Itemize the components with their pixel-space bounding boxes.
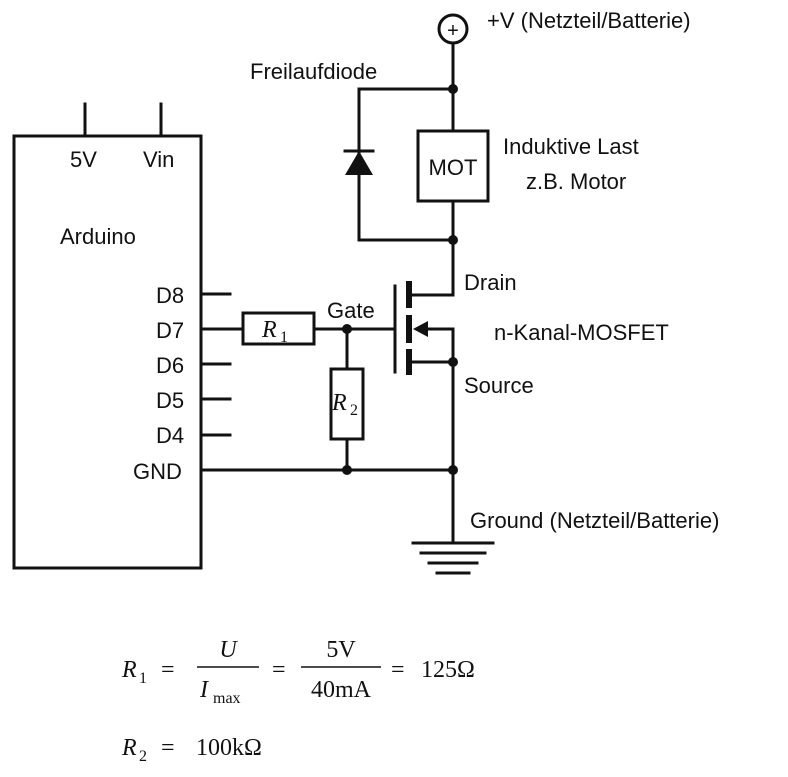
pin-5v-label: 5V	[70, 147, 97, 172]
motor-label-1: Induktive Last	[503, 134, 639, 159]
pin-d5-label: D5	[156, 388, 184, 413]
r1-sub: 1	[280, 329, 288, 346]
diode-triangle	[345, 151, 373, 175]
mosfet-arrow	[413, 321, 428, 337]
arduino-title: Arduino	[60, 224, 136, 249]
diode-label: Freilaufdiode	[250, 59, 377, 84]
ground-label: Ground (Netzteil/Batterie)	[470, 508, 719, 533]
supply-plus: +	[447, 20, 459, 42]
eq1-lhs-sub: 1	[139, 670, 147, 687]
pin-d7-label: D7	[156, 318, 184, 343]
motor-label-2: z.B. Motor	[526, 169, 626, 194]
eq1-equals-3: =	[391, 657, 405, 683]
drain-label: Drain	[464, 270, 517, 295]
eq1-frac1-den-letter: I	[199, 677, 209, 703]
ground-section: Ground (Netzteil/Batterie)	[199, 360, 719, 575]
eq2-result: 100kΩ	[196, 735, 262, 761]
pin-d4-label: D4	[156, 423, 184, 448]
arduino-outline	[12, 134, 203, 570]
eq2-lhs-letter: R	[121, 735, 137, 761]
r2-letter: R	[331, 390, 347, 416]
pin-vin-label: Vin	[143, 147, 174, 172]
mosfet-type-label: n-Kanal-MOSFET	[494, 320, 669, 345]
r2-sub: 2	[350, 402, 358, 419]
mosfet: Drain Source n-Kanal-MOSFET	[406, 238, 669, 398]
supply-label: +V (Netzteil/Batterie)	[487, 8, 691, 33]
junction-gnd-r2	[342, 465, 352, 475]
gate-label: Gate	[327, 298, 375, 323]
resistor-r1	[241, 311, 316, 346]
eq2-lhs-sub: 2	[139, 748, 147, 765]
eq1-frac2-num: 5V	[326, 637, 356, 663]
pin-d8-label: D8	[156, 283, 184, 308]
eq1-equals-1: =	[161, 657, 175, 683]
gate-drive: R 1 Gate	[199, 284, 397, 374]
eq1-lhs-letter: R	[121, 657, 137, 683]
eq1-result: 125Ω	[421, 657, 475, 683]
load-section: + +V (Netzteil/Batterie) MOT Induktive L…	[250, 8, 691, 245]
eq1-equals-2: =	[272, 657, 286, 683]
source-label: Source	[464, 373, 534, 398]
pin-gnd-label: GND	[133, 459, 182, 484]
eq1-frac2-den: 40mA	[311, 677, 372, 703]
eq1-frac1-den-sub: max	[213, 690, 241, 707]
pin-d6-label: D6	[156, 353, 184, 378]
resistor-r2	[329, 367, 365, 441]
arduino-board: 5V Vin Arduino D8 D7 D6 D5 D4 GND	[12, 102, 232, 570]
r1-letter: R	[261, 317, 277, 343]
motor-box-label: MOT	[429, 155, 478, 180]
equation-r2: R 2 = 100kΩ	[121, 735, 262, 765]
eq1-frac1-num: U	[219, 637, 238, 663]
equation-r1: R 1 = U I max = 5V 40mA = 125Ω	[121, 637, 475, 707]
pulldown: R 2	[329, 327, 365, 472]
eq2-equals: =	[161, 735, 175, 761]
